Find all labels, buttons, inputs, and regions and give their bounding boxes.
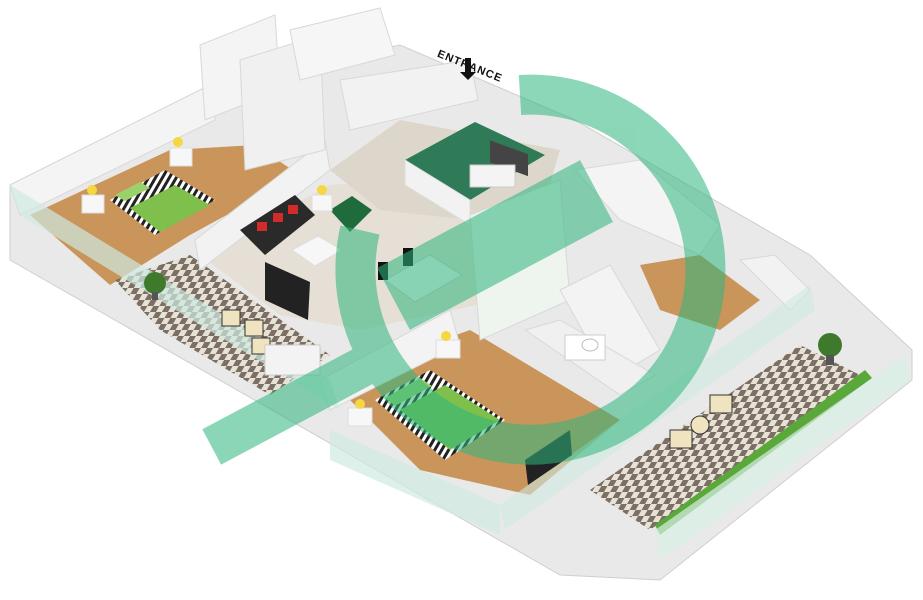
tv-screen (265, 262, 310, 320)
lamp (317, 185, 327, 195)
kitchen-counter (405, 122, 545, 200)
lamp (173, 137, 183, 147)
bed-blanket (130, 185, 210, 232)
wall (9, 84, 216, 216)
sofa-pillow (288, 205, 298, 214)
arrow-down-icon (460, 58, 476, 80)
outdoor-cabinet (264, 344, 321, 376)
bed-pillow (115, 182, 150, 201)
wall (289, 7, 396, 81)
nightstand (435, 339, 461, 359)
green-circular-logo-watermark-icon (202, 74, 726, 465)
armchair (330, 196, 372, 232)
glass-railing (655, 355, 910, 560)
sofa-pillow (273, 213, 283, 222)
side-table (311, 194, 333, 212)
plant (818, 333, 842, 365)
nightstand (169, 147, 193, 167)
lamp (87, 185, 97, 195)
nightstand (81, 194, 105, 214)
lamp (441, 331, 451, 341)
lamp (355, 399, 365, 409)
right-balcony-floor (590, 345, 860, 530)
wall (194, 139, 331, 271)
wall (339, 59, 479, 131)
toilet (581, 338, 599, 352)
balcony-chair (669, 394, 733, 449)
kitchen-island (469, 164, 516, 188)
nightstand (347, 407, 373, 427)
sofa-pillow (257, 222, 267, 231)
plant (144, 272, 166, 300)
glass-railing (330, 430, 500, 535)
stove (490, 140, 528, 177)
